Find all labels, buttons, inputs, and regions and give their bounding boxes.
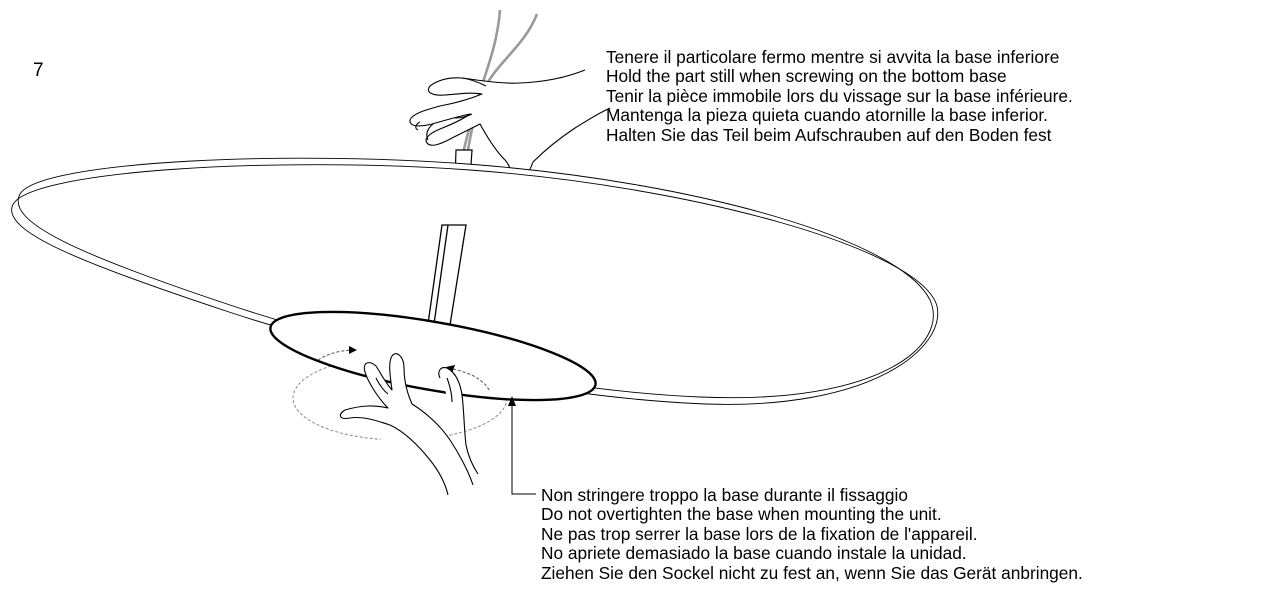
- hold-part-es: Mantenga la pieza quieta cuando atornill…: [606, 105, 1048, 126]
- overtighten-it: Non stringere troppo la base durante il …: [541, 485, 908, 505]
- hold-part-instructions: Tenere il particolare fermo mentre si av…: [606, 47, 1073, 145]
- hold-part-en: Hold the part still when screwing on the…: [606, 66, 1007, 87]
- bottom-hands: [339, 353, 479, 496]
- overtighten-warning: Non stringere troppo la base durante il …: [541, 485, 1083, 583]
- callout-arrowhead: [508, 396, 516, 406]
- hold-part-it: Tenere il particolare fermo mentre si av…: [606, 47, 1060, 67]
- overtighten-es: No apriete demasiado la base cuando inst…: [541, 543, 967, 564]
- overtighten-en: Do not overtighten the base when mountin…: [541, 504, 942, 525]
- bottom-base: [269, 310, 597, 402]
- rotation-arrowheads: [349, 346, 455, 373]
- diffuser-dish: [11, 157, 939, 405]
- overtighten-de: Ziehen Sie den Sockel nicht zu fest an, …: [541, 562, 1083, 583]
- callout-leader: [511, 404, 536, 495]
- hold-part-fr: Tenir la pièce immobile lors du vissage …: [606, 85, 1073, 106]
- hold-part-de: Halten Sie das Teil beim Aufschrauben au…: [606, 124, 1052, 145]
- step-number: 7: [33, 60, 44, 81]
- overtighten-fr: Ne pas trop serrer la base lors de la fi…: [541, 523, 978, 544]
